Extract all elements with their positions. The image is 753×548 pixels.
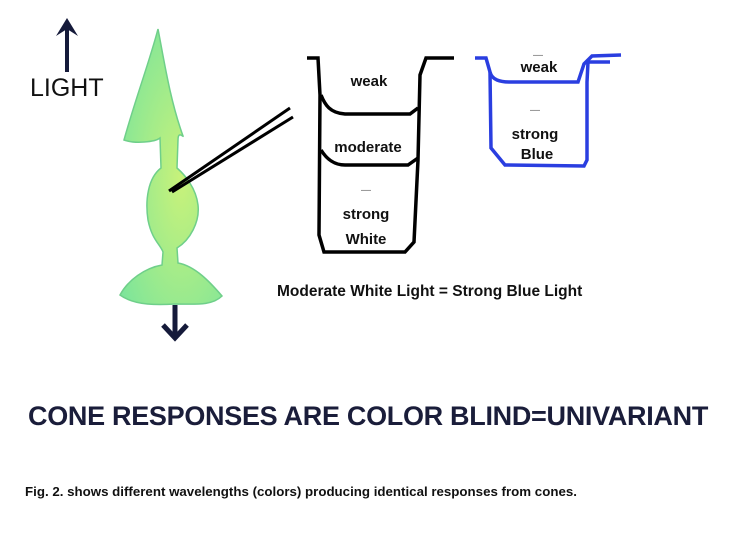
blue-level-weak: weak <box>520 59 558 76</box>
white-level-moderate: moderate <box>334 139 402 156</box>
output-arrow-icon <box>161 305 189 342</box>
white-level-strong: strong <box>343 206 390 223</box>
equation-text: Moderate White Light = Strong Blue Light <box>277 283 583 300</box>
blue-light-beaker <box>475 53 622 168</box>
blue-level-mark-top: — <box>533 50 543 61</box>
blue-light-label: Blue <box>521 146 554 163</box>
blue-level-strong: strong <box>512 126 559 143</box>
white-level-mark: — <box>361 185 371 196</box>
blue-level-mark: — <box>530 105 540 116</box>
figure-caption: Fig. 2. shows different wavelengths (col… <box>25 484 577 499</box>
recording-electrode <box>168 106 294 194</box>
white-level-weak: weak <box>350 73 388 90</box>
cone-cell-shape <box>119 28 224 306</box>
light-direction-arrow <box>56 18 78 362</box>
white-light-beaker <box>307 56 454 254</box>
light-label: LIGHT <box>30 74 104 102</box>
white-light-label: White <box>346 231 387 248</box>
figure-title: CONE RESPONSES ARE COLOR BLIND=UNIVARIAN… <box>28 401 709 431</box>
